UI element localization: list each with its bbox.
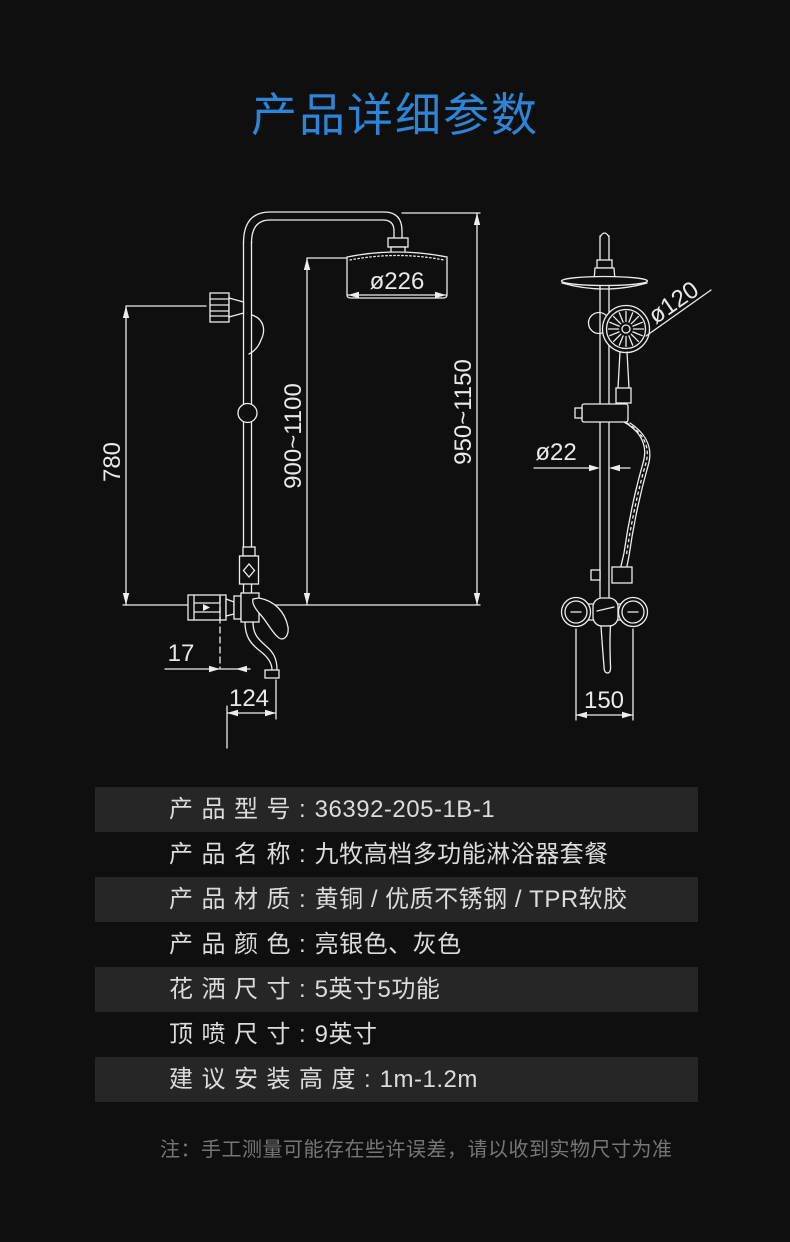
- spec-label: 产品颜色: [169, 931, 299, 958]
- page-title: 产品详细参数: [251, 89, 539, 141]
- spec-label: 产品型号: [169, 796, 299, 823]
- dim-spout-reach: 124: [229, 685, 269, 712]
- dim-height-left: 780: [99, 442, 126, 482]
- hand-shower-spokes: [607, 310, 645, 348]
- spec-row-name: 产品名称: 九牧高档多功能淋浴器套餐: [95, 832, 698, 877]
- spec-row-material: 产品材质: 黄铜 / 优质不锈钢 / TPR软胶: [95, 877, 698, 922]
- side-view-drawing: ø120 ø22 150: [533, 232, 712, 721]
- spec-table: 产品型号:36392-205-1B-1 产品名称:九牧高档多功能淋浴器套餐 产品…: [95, 787, 698, 1102]
- dim-spout-offset: 17: [168, 640, 195, 667]
- dim-valve-centers: 150: [584, 687, 624, 714]
- dim-height-mid: 900~1100: [280, 383, 307, 489]
- spec-value: 36392-205-1B-1: [314, 796, 496, 823]
- spec-colon: :: [299, 886, 306, 913]
- spec-row-color: 产品颜色: 亮银色、灰色: [95, 922, 698, 967]
- dimension-arrowheads: [122, 213, 481, 605]
- note-text: 注：手工测量可能存在些许误差，请以收到实物尺寸为准: [160, 1139, 673, 1161]
- spec-value: 黄铜 / 优质不锈钢 / TPR软胶: [314, 886, 628, 913]
- spec-value: 1m-1.2m: [379, 1066, 478, 1093]
- spec-row-hand-shower-size: 花洒尺寸:5英寸5功能: [95, 967, 698, 1012]
- spec-label: 花洒尺寸: [169, 976, 299, 1003]
- spec-value: 九牧高档多功能淋浴器套餐: [314, 841, 609, 868]
- spec-label: 产品材质: [169, 886, 299, 913]
- spec-row-model: 产品型号:36392-205-1B-1: [95, 787, 698, 832]
- spec-colon: :: [299, 931, 306, 958]
- front-view-drawing: ø226 780 900~1100 950~1150 17 124: [99, 211, 481, 749]
- spec-colon: :: [364, 1066, 371, 1093]
- spec-row-top-spray-size: 顶喷尺寸:9英寸: [95, 1012, 698, 1057]
- spec-label: 建议安装高度: [169, 1066, 364, 1093]
- spec-row-install-height: 建议安装高度:1m-1.2m: [95, 1057, 698, 1102]
- dim-height-right: 950~1150: [450, 359, 477, 465]
- spec-colon: :: [299, 1021, 306, 1048]
- spec-label: 产品名称: [169, 841, 299, 868]
- spec-colon: :: [299, 976, 306, 1003]
- dim-hand-shower-diameter: ø120: [644, 276, 704, 329]
- spec-label: 顶喷尺寸: [169, 1021, 299, 1048]
- dim-head-diameter: ø226: [370, 268, 425, 295]
- spec-colon: :: [299, 796, 306, 823]
- technical-drawing: ø226 780 900~1100 950~1150 17 124: [99, 211, 712, 749]
- spec-value: 5英寸5功能: [314, 976, 441, 1003]
- dim-pipe-diameter: ø22: [535, 439, 576, 466]
- spec-value: 9英寸: [314, 1021, 378, 1048]
- spec-colon: :: [299, 841, 306, 868]
- spec-value: 亮银色、灰色: [314, 931, 462, 958]
